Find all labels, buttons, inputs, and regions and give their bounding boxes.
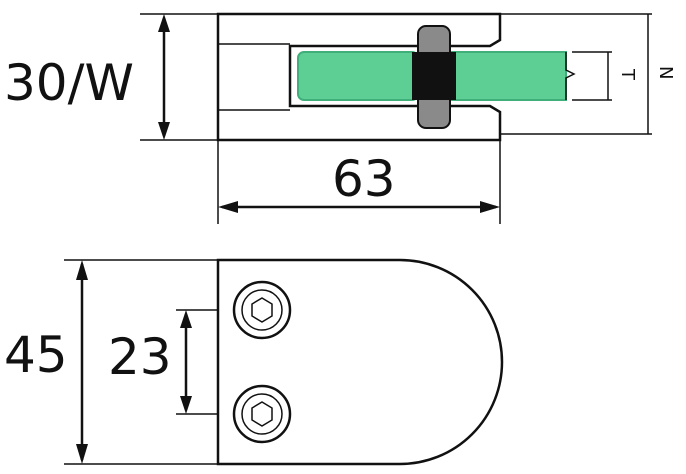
hex-socket-top-icon [251, 297, 273, 323]
height-symbol: N [655, 66, 676, 79]
screw-bottom [232, 384, 292, 444]
height-label: 45 [4, 326, 68, 384]
front-view: 45 23 [4, 258, 504, 466]
top-view: N T 30/W 63 [4, 12, 676, 224]
screw-top-inner [241, 289, 283, 331]
h-arrow-top [76, 260, 88, 280]
glass-outside-clamp [449, 51, 567, 101]
s-arrow-top [180, 310, 192, 328]
s-arrow-bottom [180, 396, 192, 414]
screw-top-outer [232, 280, 292, 340]
glass-inside-clamp [297, 51, 419, 101]
thickness-symbol: T [617, 68, 638, 81]
width-label: 30/W [4, 54, 134, 112]
hole-spacing-label: 23 [108, 328, 172, 386]
l-arrow-left [218, 201, 238, 213]
length-label: 63 [332, 150, 396, 208]
screw-bottom-outer [232, 384, 292, 444]
w-arrow-top [158, 14, 170, 32]
l-arrow-right [480, 201, 500, 213]
hex-socket-bottom-icon [251, 401, 273, 427]
gasket-black [412, 52, 456, 100]
glass-break-mark [565, 52, 576, 100]
clamp-body-outline [216, 12, 502, 142]
screw-top [232, 280, 292, 340]
w-arrow-bottom [158, 122, 170, 140]
h-arrow-bottom [76, 444, 88, 464]
screw-bottom-inner [241, 393, 283, 435]
